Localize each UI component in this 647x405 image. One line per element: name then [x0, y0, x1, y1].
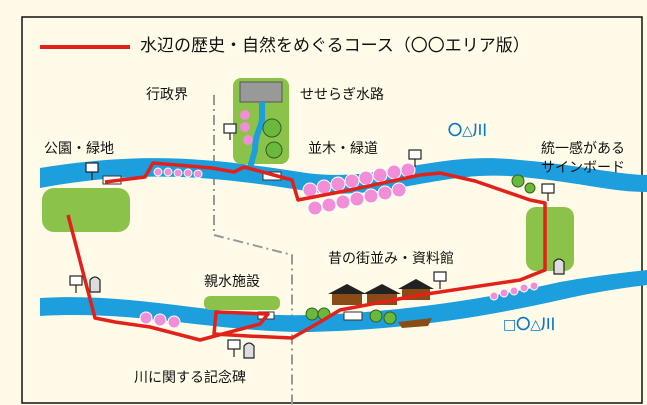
route-line	[66, 161, 547, 342]
waterside-label: 親水施設	[204, 274, 260, 290]
waterside-green	[204, 296, 280, 310]
stone-monuments	[89, 258, 565, 359]
blossom-trees	[139, 162, 539, 329]
tree-path-label: 並木・緑道	[308, 141, 378, 157]
monument-label: 川に関する記念碑	[134, 370, 246, 386]
signboards	[69, 123, 555, 357]
signboard-label: 統一感がある サインボード	[541, 141, 625, 176]
stream-channel	[247, 102, 265, 169]
signboard-green	[526, 207, 574, 271]
stream-building	[239, 81, 283, 103]
green-trees	[305, 174, 536, 325]
park-label: 公園・緑地	[44, 141, 114, 157]
legend-route-name: 水辺の歴史・自然をめぐるコース（〇〇エリア版）	[140, 36, 530, 56]
stream-label: せせらぎ水路	[300, 87, 384, 103]
lower-river-label: □〇△川	[503, 317, 555, 333]
park-green	[42, 188, 130, 232]
lower-river	[40, 270, 647, 333]
old-town-label: 昔の街並み・資料館	[328, 251, 454, 267]
upper-river-label: 〇△川	[448, 123, 487, 139]
admin-boundary-label: 行政界	[146, 87, 188, 103]
boat	[398, 318, 432, 328]
